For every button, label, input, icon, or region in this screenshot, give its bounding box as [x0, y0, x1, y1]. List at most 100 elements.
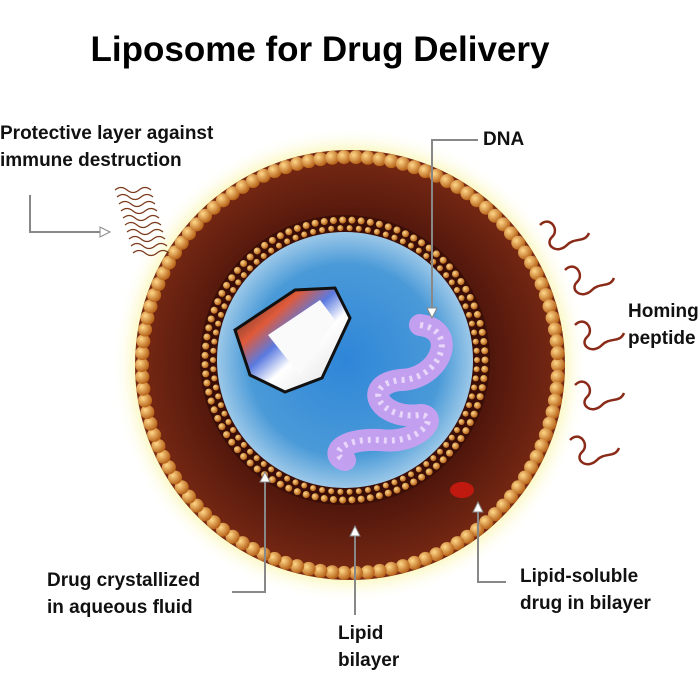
lipid-head	[339, 216, 347, 224]
lipid-head	[301, 154, 316, 169]
lipid-head	[205, 388, 213, 396]
lipid-head	[395, 559, 410, 574]
lipid-head	[301, 231, 308, 238]
lipid-head	[202, 342, 210, 350]
lipid-head	[473, 366, 480, 373]
lipid-head	[147, 427, 162, 442]
lipid-head	[337, 488, 344, 495]
lipid-head	[382, 231, 389, 238]
lipid-head	[425, 244, 433, 252]
label-line: Drug crystallized	[47, 570, 201, 591]
lipid-head	[245, 541, 260, 556]
lipid-head	[223, 431, 231, 439]
lipid-head	[360, 565, 375, 580]
label-line: in aqueous fluid	[47, 597, 193, 618]
lipid-head	[325, 150, 340, 165]
lipid-head	[517, 245, 532, 260]
arrowheads	[99, 226, 484, 537]
label-line: Homing	[628, 301, 699, 322]
lipid-head	[276, 242, 282, 249]
lipid-head	[364, 227, 371, 234]
lipid-head	[440, 541, 455, 556]
lipid-head	[511, 235, 526, 250]
lipid-head	[276, 480, 284, 488]
lipid-head	[538, 288, 553, 303]
lipid-head	[214, 298, 222, 306]
lipid-head	[550, 346, 565, 361]
lipid-head	[233, 446, 241, 454]
lipid-head	[529, 449, 544, 464]
lipid-head	[212, 329, 219, 336]
lipid-head	[458, 418, 465, 425]
lipid-head	[375, 220, 383, 228]
lipid-head	[328, 225, 335, 232]
lipid-head	[339, 496, 347, 504]
label-protective-layer: Protective layer against immune destruct…	[0, 120, 213, 174]
lipid-head	[319, 227, 326, 234]
lipid-head	[478, 384, 486, 392]
polymer-chain	[118, 200, 156, 208]
lipid-head	[418, 473, 426, 481]
lipid-head	[247, 448, 254, 455]
homing-peptide	[564, 265, 616, 296]
lipid-head	[391, 234, 398, 241]
lipid-head	[207, 315, 215, 323]
lipid-head	[450, 536, 465, 551]
lipid-head	[366, 218, 374, 226]
label-line: bilayer	[338, 650, 400, 671]
label-line: peptide	[628, 328, 696, 349]
lipid-head	[436, 448, 443, 455]
lipid-head	[517, 470, 532, 485]
lipid-head	[423, 461, 430, 468]
lipid-head	[268, 476, 276, 484]
lipid-head	[440, 174, 455, 189]
lipid-head	[278, 160, 293, 175]
lipid-head	[211, 338, 218, 345]
lipid-head	[346, 225, 353, 232]
lipid-head	[476, 319, 484, 327]
lipid-head	[284, 238, 291, 245]
callout-lines	[29, 139, 506, 615]
lipid-head	[135, 346, 150, 361]
lipid-head	[225, 186, 240, 201]
polymer-chain	[130, 242, 168, 250]
lipid-head	[453, 287, 460, 294]
lipid-head	[161, 460, 176, 475]
lipid-head	[471, 384, 478, 391]
lipid-head	[135, 358, 149, 372]
lipid-head	[451, 442, 459, 450]
lipid-head	[425, 468, 433, 476]
lipid-head	[545, 405, 560, 420]
lipid-head	[473, 311, 481, 319]
polymer-chain	[116, 193, 154, 201]
label-lipid-bilayer: Lipid bilayer	[338, 620, 399, 674]
polymer-chain	[122, 214, 160, 222]
lipid-head	[290, 559, 305, 574]
lipid-head	[337, 225, 344, 232]
lipid-head	[210, 357, 216, 363]
lipid-head	[268, 247, 275, 254]
lipid-head	[551, 358, 565, 372]
lipid-head	[310, 485, 317, 492]
lipid-head	[210, 347, 217, 354]
lipid-head	[395, 156, 410, 171]
lipid-head	[534, 438, 549, 453]
lipid-head	[470, 410, 478, 418]
lipid-head	[207, 397, 215, 405]
lipid-head	[410, 478, 418, 486]
lipid-head	[201, 361, 209, 369]
label-line: drug in bilayer	[520, 593, 651, 614]
protective-polymer	[114, 186, 170, 257]
lipid-head	[136, 381, 151, 396]
lipid-head	[138, 322, 153, 337]
lipid-head	[217, 311, 224, 318]
lipid-head	[460, 529, 475, 544]
lipid-head	[210, 406, 218, 414]
lipid-head	[233, 266, 241, 274]
homing-peptide	[569, 435, 621, 466]
lipid-head	[235, 179, 250, 194]
lipid-head	[549, 381, 564, 396]
lipid-head	[320, 218, 328, 226]
lipid-head	[302, 221, 310, 229]
lipid-head	[373, 228, 380, 235]
